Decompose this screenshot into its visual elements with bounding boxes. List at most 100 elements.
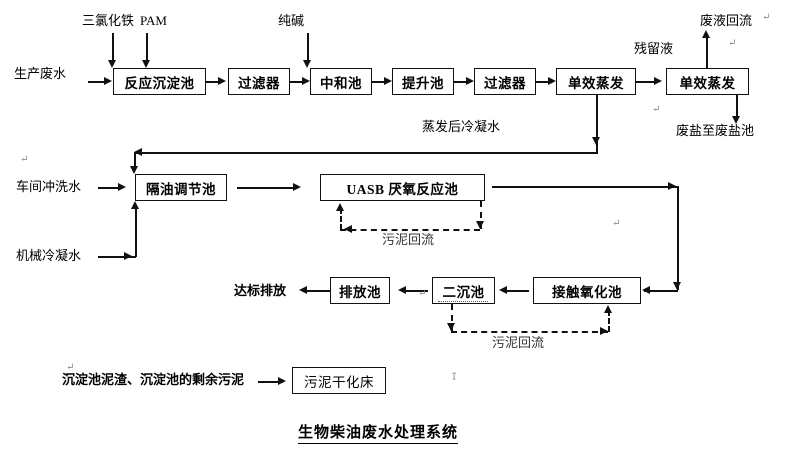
uasb-out-line-h	[492, 186, 678, 188]
secondary-tank-underline-decor	[438, 298, 488, 302]
arrowhead-workshop	[118, 183, 126, 191]
box-uasb-anaerobic-reactor[interactable]: UASB 厌氧反应池	[320, 174, 485, 201]
dosing-line-ferric	[112, 33, 114, 63]
waste-return-arrowhead	[702, 30, 710, 38]
label-ferric-chloride: 三氯化铁	[82, 13, 135, 28]
uasb-sludge-return-up-arrowhead	[336, 203, 344, 211]
box-lift-tank[interactable]: 提升池	[392, 68, 454, 95]
label-sludge-source: 沉淀池泥渣、沉淀池的剩余污泥	[62, 372, 245, 387]
arrowhead-discharge-out	[299, 286, 307, 294]
condensate-drop-line	[596, 95, 598, 153]
uasb-out-arrowhead-down	[673, 282, 681, 290]
uasb-out-line-into-contact	[644, 290, 678, 292]
secondary-sludge-return-right-arrowhead	[600, 327, 608, 335]
secondary-sludge-return-dash-h	[451, 331, 608, 333]
box-single-effect-evaporator-1[interactable]: 单效蒸发	[556, 68, 636, 95]
label-condensate-after-evaporation: 蒸发后冷凝水	[422, 119, 501, 134]
uasb-sludge-return-right-dash	[480, 201, 482, 229]
arrow-line-r1-3	[372, 81, 386, 83]
secondary-sludge-return-up-arrowhead	[604, 305, 612, 313]
dosing-arrowhead-soda	[303, 60, 311, 68]
arrowhead-mech-condensate	[124, 252, 132, 260]
box-contact-oxidation-tank[interactable]: 接触氧化池	[533, 277, 641, 304]
arrow-line-r1-5	[536, 81, 550, 83]
condensate-into-tank-arrowhead	[130, 166, 138, 174]
dosing-line-soda	[307, 33, 309, 63]
box-sludge-drying-bed[interactable]: 污泥干化床	[292, 367, 386, 394]
arrow-line-r1-6	[636, 81, 658, 83]
box-discharge-tank[interactable]: 排放池	[330, 277, 390, 304]
arrow-line-discharge-out	[305, 290, 330, 292]
arrowhead-r1-2	[302, 77, 310, 85]
label-waste-liquid-return: 废液回流	[700, 13, 753, 28]
dosing-arrowhead-pam	[142, 60, 150, 68]
condensate-horizontal-line	[134, 152, 598, 154]
diagram-title: 生物柴油废水处理系统	[298, 421, 459, 444]
pilcrow-mark-7: ↵	[66, 362, 75, 373]
pilcrow-mark-6: ↵	[418, 288, 427, 299]
arrow-line-mech-condensate	[98, 256, 136, 258]
secondary-sludge-return-down-arrowhead	[447, 323, 455, 331]
arrowhead-r1-5	[548, 77, 556, 85]
label-workshop-flush-water: 车间冲洗水	[16, 179, 82, 194]
arrowhead-r1-3	[384, 77, 392, 85]
condensate-left-arrowhead	[134, 148, 142, 156]
label-residual-liquid: 残留液	[634, 41, 674, 56]
label-soda-ash: 纯碱	[278, 13, 305, 28]
arrow-line-r3-1	[402, 290, 428, 292]
box-filter-2[interactable]: 过滤器	[474, 68, 536, 95]
pilcrow-mark-8: ↧	[450, 372, 459, 383]
uasb-out-arrowhead-right	[668, 182, 676, 190]
pilcrow-mark-5: ↵	[612, 218, 621, 229]
arrowhead-r1-4	[466, 77, 474, 85]
arrow-line-sludge-source	[258, 381, 283, 383]
label-waste-salt-to-pond: 废盐至废盐池	[676, 123, 755, 138]
box-neutralization-tank[interactable]: 中和池	[310, 68, 372, 95]
box-oil-separation-regulating-tank[interactable]: 隔油调节池	[135, 174, 227, 201]
waste-salt-arrowhead	[732, 116, 740, 124]
pilcrow-mark-4: ↵	[20, 154, 29, 165]
label-sludge-return-uasb: 污泥回流	[382, 232, 435, 247]
arrowhead-r1-1	[218, 77, 226, 85]
waste-return-line	[706, 35, 708, 69]
arrow-line-inlet-production	[88, 81, 106, 83]
dosing-line-pam	[146, 33, 148, 63]
arrow-line-r3-2	[503, 290, 529, 292]
pilcrow-mark-2: ↵	[728, 38, 737, 49]
secondary-sludge-return-right-dash	[608, 310, 610, 332]
arrow-line-r1-4	[454, 81, 468, 83]
label-compliant-discharge: 达标排放	[234, 283, 287, 298]
condensate-drop-arrowhead	[592, 137, 600, 145]
label-production-wastewater: 生产废水	[14, 66, 67, 81]
uasb-out-arrowhead-into-contact	[642, 286, 650, 294]
secondary-sludge-return-left-dash	[451, 304, 453, 332]
uasb-sludge-return-down-arrowhead	[476, 221, 484, 229]
arrowhead-sludge-source	[278, 377, 286, 385]
uasb-out-line-v	[677, 186, 679, 290]
arrow-line-r1-2	[290, 81, 304, 83]
arrowhead-r3-2	[499, 286, 507, 294]
pilcrow-mark-3: ↵	[652, 104, 661, 115]
arrowhead-r1-6	[654, 77, 662, 85]
mech-condensate-riser-arrowhead	[131, 201, 139, 209]
box-secondary-sedimentation-tank[interactable]: 二沉池	[432, 277, 495, 304]
uasb-sludge-return-left-dash	[340, 208, 342, 230]
arrow-line-r1-1	[206, 81, 220, 83]
uasb-sludge-return-left-arrowhead	[344, 225, 352, 233]
arrow-line-r2-1	[237, 187, 297, 189]
waste-salt-line	[736, 95, 738, 120]
uasb-sludge-return-dash-h	[340, 229, 480, 231]
arrowhead-r3-1	[398, 286, 406, 294]
label-mechanical-condensate: 机械冷凝水	[16, 248, 82, 263]
label-pam: PAM	[140, 13, 167, 28]
label-sludge-return-secondary: 污泥回流	[492, 335, 545, 350]
arrow-line-workshop	[98, 187, 120, 189]
mech-condensate-riser	[135, 205, 137, 257]
box-reaction-sedimentation-tank[interactable]: 反应沉淀池	[113, 68, 206, 95]
condensate-down-to-tank	[134, 152, 136, 170]
box-single-effect-evaporator-2[interactable]: 单效蒸发	[666, 68, 749, 95]
arrowhead-r2-1	[293, 183, 301, 191]
box-filter-1[interactable]: 过滤器	[228, 68, 290, 95]
arrowhead-inlet-production	[104, 77, 112, 85]
